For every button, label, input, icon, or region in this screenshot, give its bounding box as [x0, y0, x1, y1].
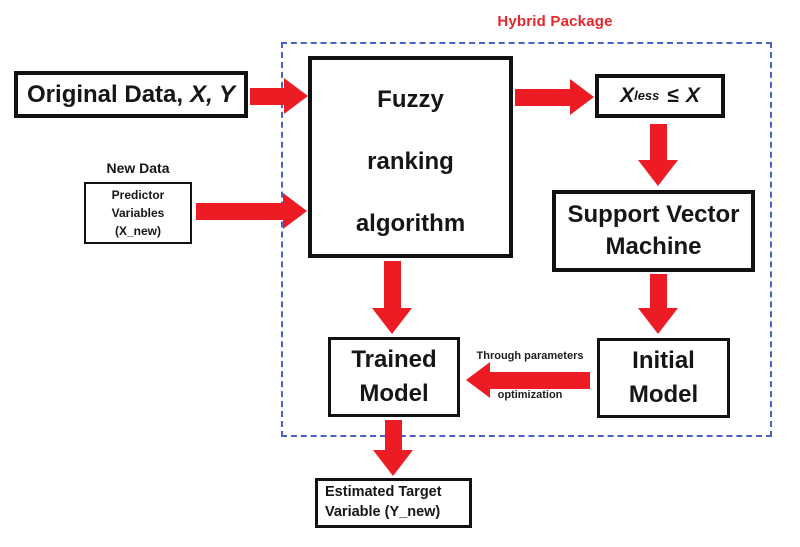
- hybrid-package-title: Hybrid Package: [497, 13, 613, 30]
- arrow-shaft: [515, 88, 570, 106]
- arrow-shaft: [250, 87, 284, 105]
- xless-x2: X: [685, 84, 700, 107]
- arrow-head: [284, 78, 308, 114]
- xless-x1: X: [620, 84, 635, 107]
- new-data-title: New Data: [106, 160, 170, 176]
- node-estimated-target-variable: Estimated Target Variable (Y_new): [315, 478, 472, 528]
- original-data-variables: X, Y: [190, 80, 235, 108]
- arrow-shaft: [384, 420, 402, 450]
- arrow-trained-to-estimated: [373, 420, 413, 476]
- new-data-line: Predictor: [111, 188, 165, 202]
- arrow-fuzzy-to-xless: [515, 79, 594, 115]
- node-support-vector-machine: Support Vector Machine: [552, 190, 755, 272]
- xless-operator: ≤: [667, 84, 679, 107]
- fuzzy-line: algorithm: [355, 210, 466, 237]
- node-fuzzy-ranking-algorithm: Fuzzy ranking algorithm: [308, 56, 513, 258]
- original-data-text: Original Data,: [27, 80, 184, 108]
- arrow-new-data-to-fuzzy: [196, 193, 307, 229]
- svm-line: Machine: [605, 233, 702, 260]
- initial-line: Initial: [632, 347, 695, 375]
- new-data-line: (X_new): [114, 224, 161, 238]
- node-trained-model: Trained Model: [328, 337, 460, 417]
- arrow-shaft: [383, 261, 401, 308]
- edge-label-optimization: optimization: [497, 389, 563, 401]
- node-original-data: Original Data, X, Y: [14, 71, 248, 118]
- hybrid-package-boundary: [281, 42, 772, 437]
- new-data-line: Variables: [111, 206, 165, 220]
- arrow-shaft: [490, 371, 590, 389]
- arrow-head: [372, 308, 412, 334]
- estimated-line: Variable (Y_new): [325, 504, 441, 520]
- arrow-head: [283, 193, 307, 229]
- arrow-head: [466, 362, 490, 398]
- arrow-head: [638, 160, 678, 186]
- arrow-initial-to-trained-model: [466, 362, 590, 398]
- fuzzy-line: Fuzzy: [377, 86, 444, 113]
- arrow-shaft: [649, 124, 667, 160]
- arrow-fuzzy-to-trained-model: [372, 261, 412, 334]
- node-new-data: Predictor Variables (X_new): [84, 182, 192, 244]
- trained-line: Model: [359, 380, 429, 407]
- arrow-head: [373, 450, 413, 476]
- arrow-head: [570, 79, 594, 115]
- node-initial-model: Initial Model: [597, 338, 730, 418]
- initial-line: Model: [628, 381, 699, 408]
- svm-line: Support Vector: [567, 200, 740, 228]
- arrow-xless-to-svm: [638, 124, 678, 186]
- arrow-head: [638, 308, 678, 334]
- arrow-shaft: [196, 202, 283, 220]
- fuzzy-line: ranking: [367, 148, 454, 175]
- arrow-original-data-to-fuzzy: [250, 78, 308, 114]
- edge-label-through-parameters: Through parameters: [476, 350, 584, 362]
- arrow-svm-to-initial-model: [638, 274, 678, 334]
- arrow-shaft: [649, 274, 667, 308]
- estimated-line: Estimated Target: [325, 484, 442, 501]
- trained-line: Trained: [351, 346, 437, 374]
